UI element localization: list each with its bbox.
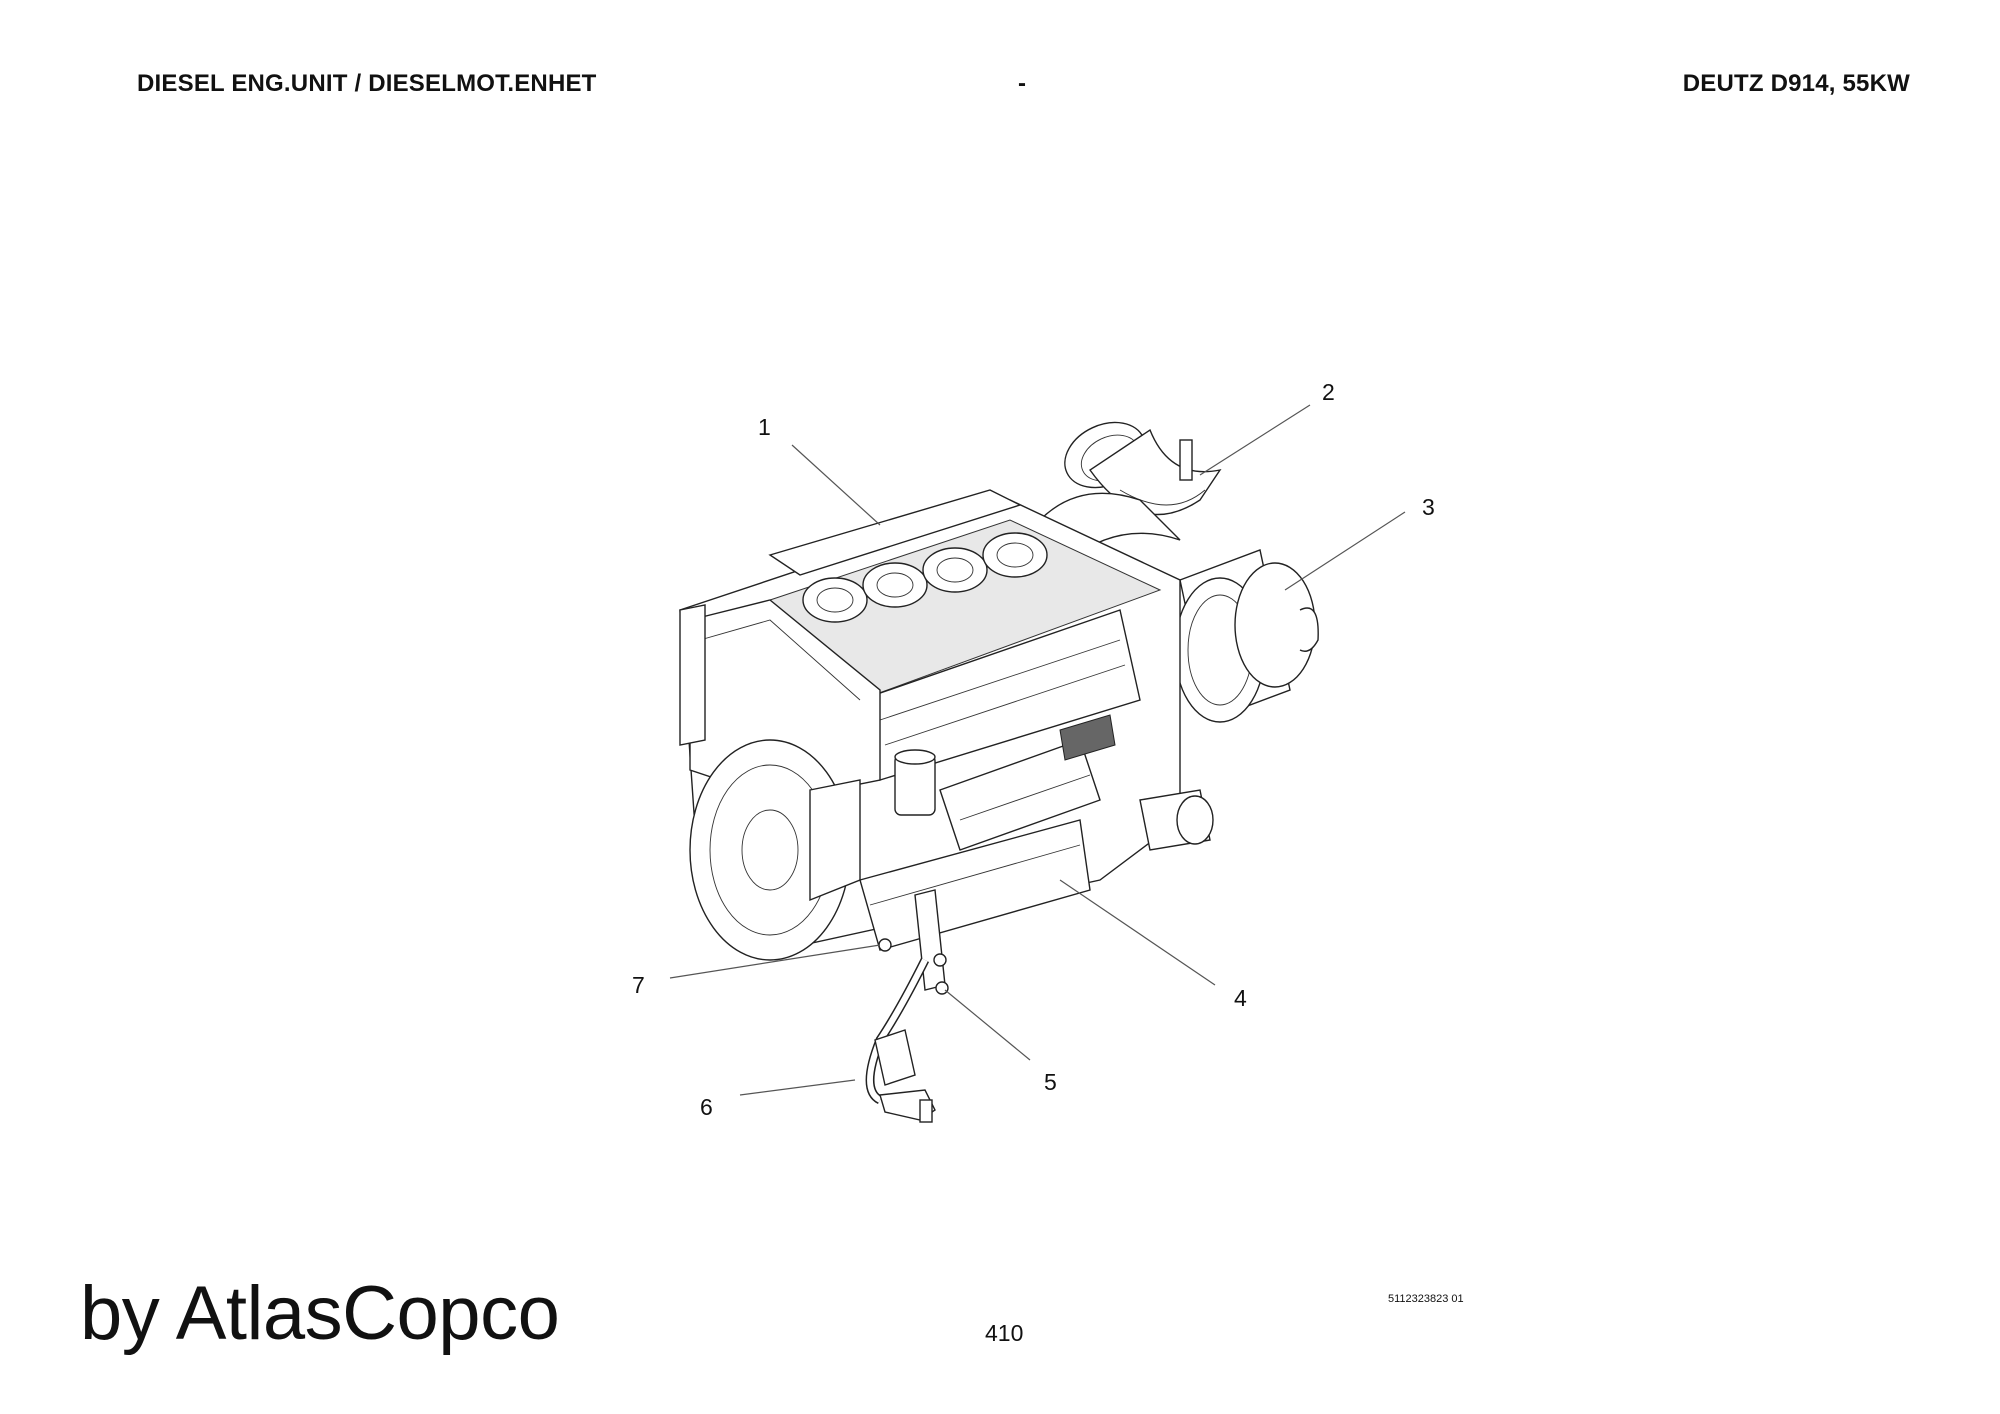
drain-hose: [865, 957, 936, 1123]
oil-filter: [894, 749, 936, 816]
engine-mount: [1139, 789, 1214, 851]
leader-line-5: [944, 989, 1031, 1061]
flywheel-housing: [689, 739, 861, 961]
plug-fitting: [878, 938, 892, 952]
header-title: DIESEL ENG.UNIT / DIESELMOT.ENHET: [137, 70, 597, 97]
callout-1: 1: [758, 414, 771, 440]
callout-7: 7: [632, 972, 645, 998]
callout-2: 2: [1322, 379, 1335, 405]
leader-line-2: [1199, 404, 1311, 476]
injection-pump: [939, 714, 1116, 851]
callout-3: 3: [1422, 494, 1435, 520]
leader-line-7: [669, 944, 881, 979]
page-number: 410: [985, 1320, 1024, 1346]
document-number: 5112323823 01: [1388, 1293, 1464, 1305]
leader-line-4: [1059, 879, 1216, 986]
callout-6: 6: [700, 1094, 713, 1120]
air-intake-elbow: [1039, 421, 1222, 561]
cylinder-heads: [802, 532, 1048, 623]
air-filter-housing: [1174, 549, 1319, 723]
header-separator: -: [1018, 70, 1027, 97]
header-model: DEUTZ D914, 55KW: [1682, 70, 1910, 97]
leader-line-6: [739, 1079, 856, 1096]
callout-5: 5: [1044, 1069, 1057, 1095]
leader-line-1: [791, 444, 881, 526]
brand-footer: by AtlasCopco: [80, 1271, 560, 1356]
callout-4: 4: [1234, 985, 1247, 1011]
leader-line-3: [1284, 511, 1406, 591]
